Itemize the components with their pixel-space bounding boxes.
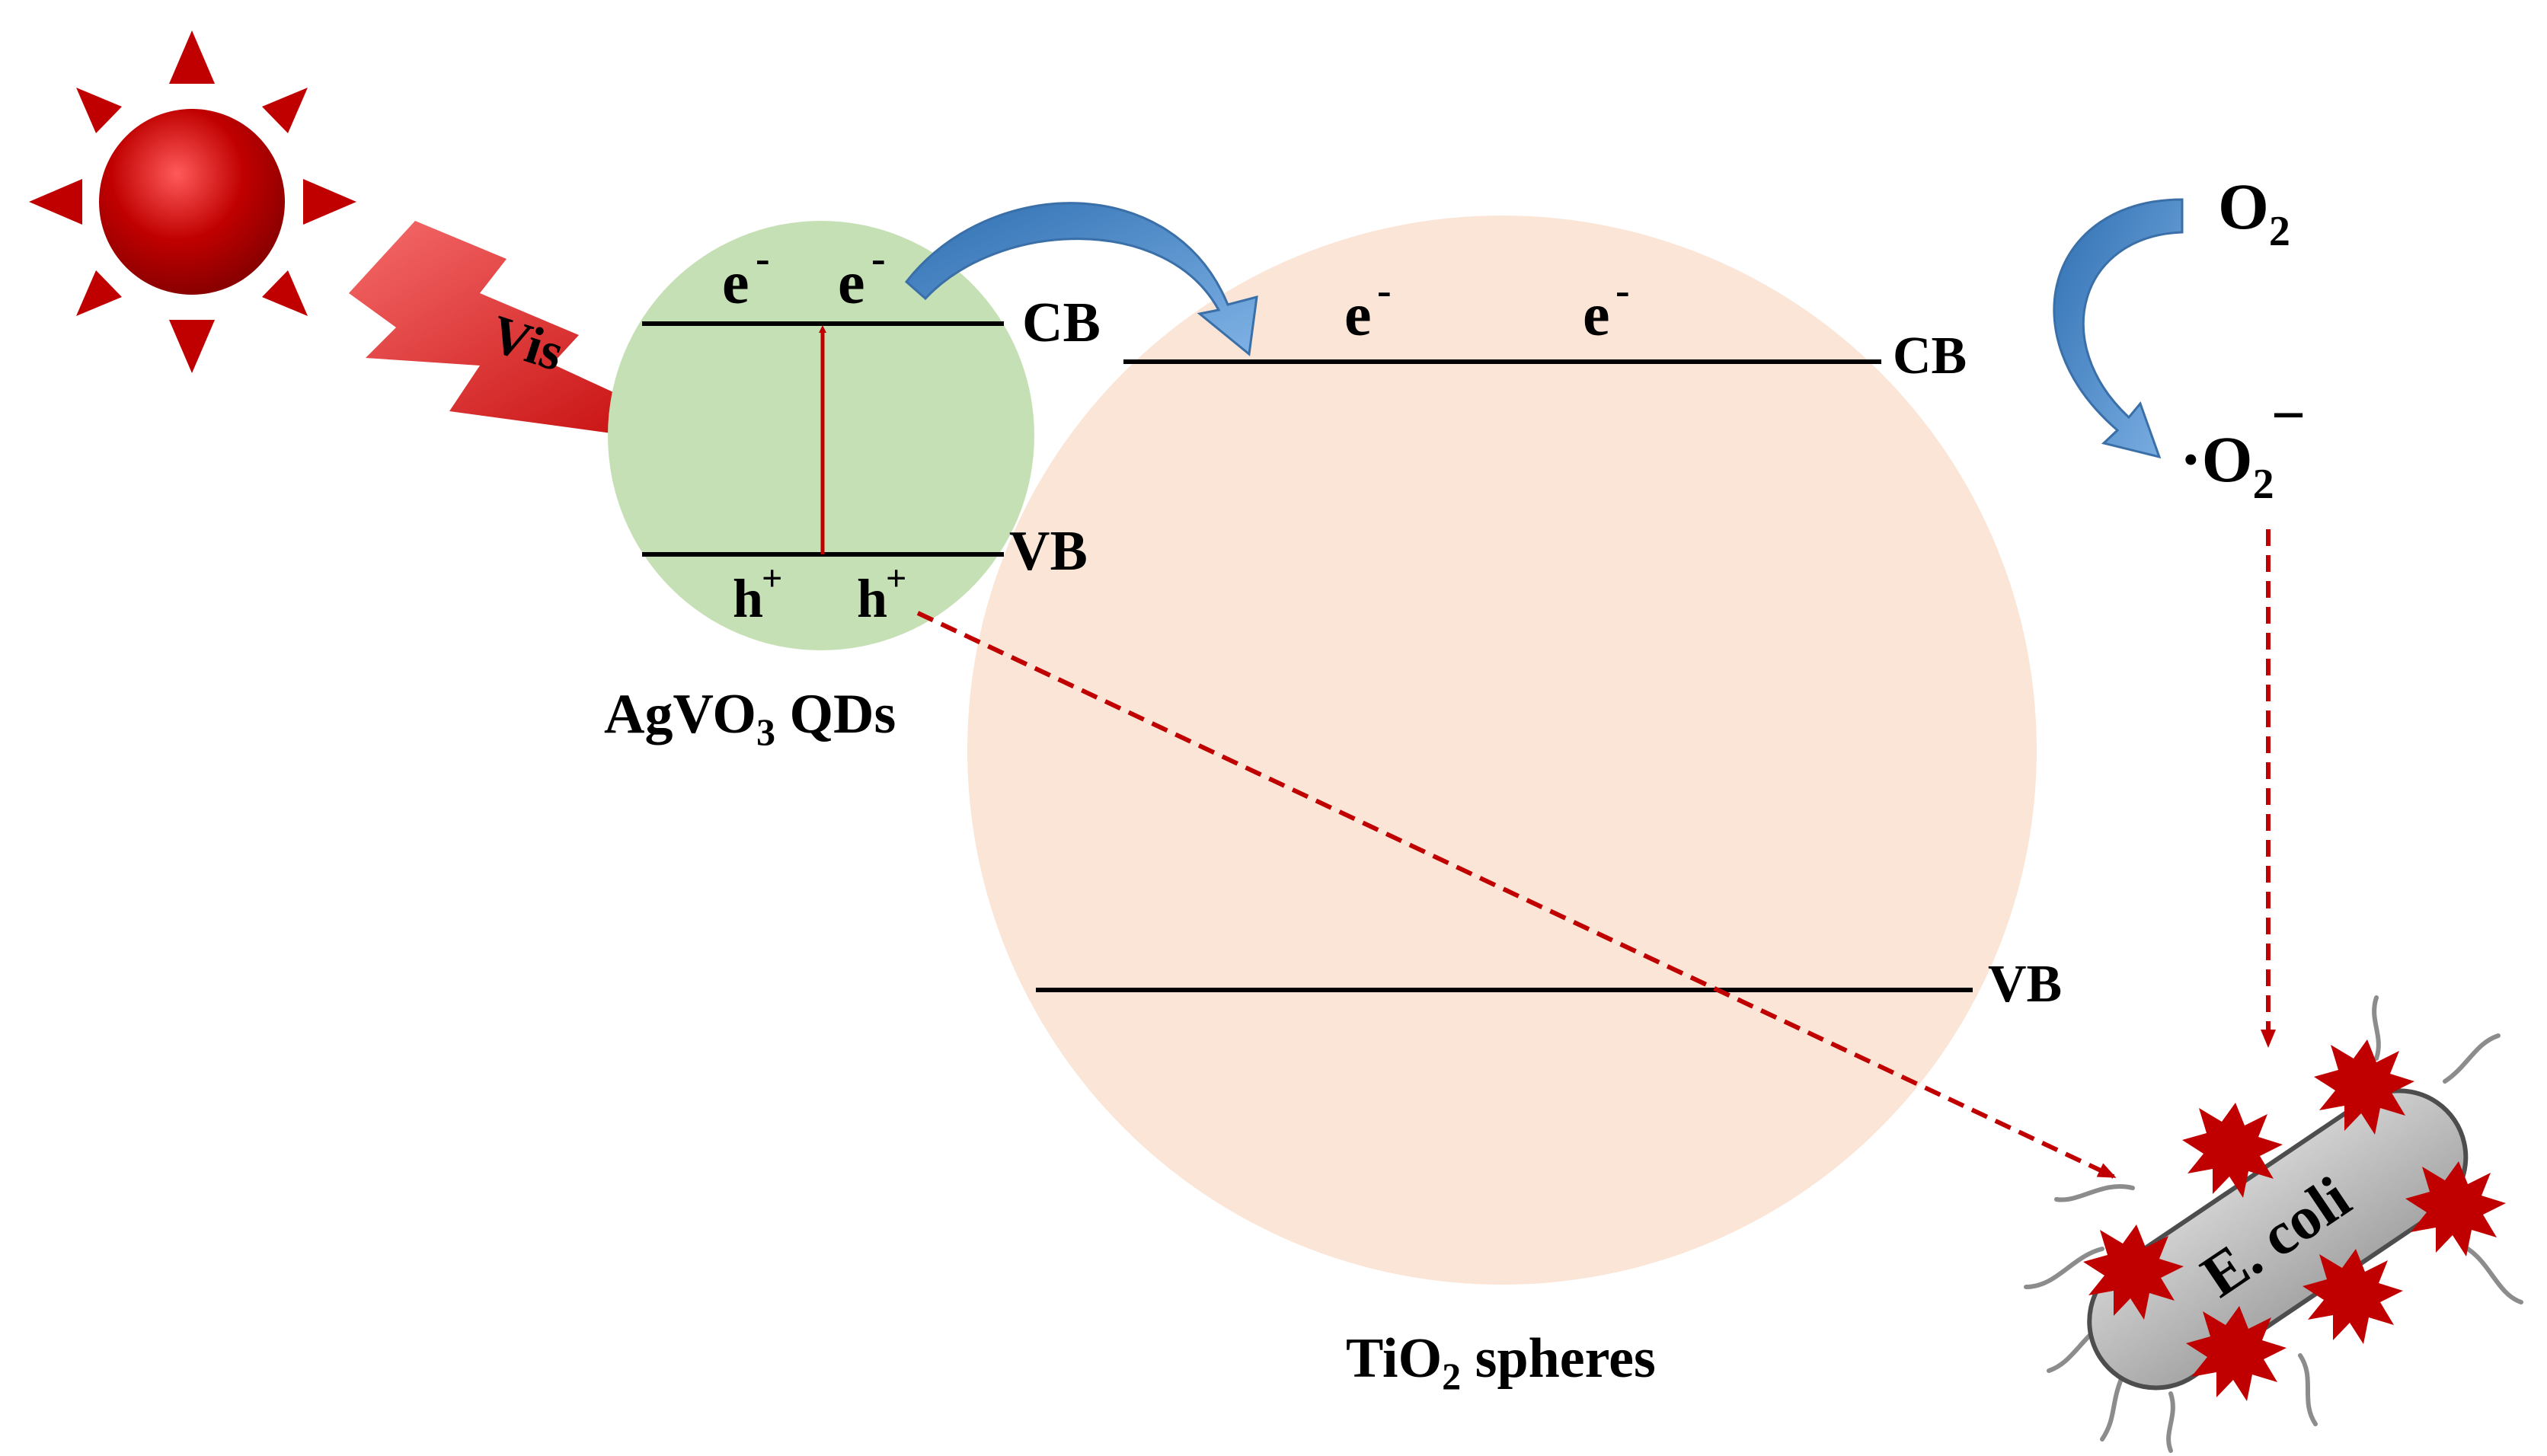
tio2-cb-label: CB xyxy=(1893,327,1967,385)
tio2-vb-label: VB xyxy=(1988,955,2062,1014)
svg-text:-: - xyxy=(871,235,886,283)
burst-icon-1 xyxy=(2314,1039,2414,1135)
burst-icon-2 xyxy=(2182,1103,2283,1198)
agvo3-hole-1: h + xyxy=(733,558,782,629)
svg-text:+: + xyxy=(762,558,782,599)
tio2-electron-1: e - xyxy=(1344,267,1392,349)
superoxide-label: ·O2− xyxy=(2180,382,2306,508)
burst-icon-4 xyxy=(2083,1225,2184,1320)
burst-icon-3 xyxy=(2405,1161,2506,1256)
svg-text:-: - xyxy=(1377,267,1392,315)
svg-text:+: + xyxy=(886,558,906,599)
svg-text:e: e xyxy=(1344,282,1372,349)
agvo3-cb-label: CB xyxy=(1022,292,1101,354)
lightning-icon xyxy=(349,221,740,451)
svg-text:e: e xyxy=(1583,282,1610,349)
agvo3-vb-label: VB xyxy=(1009,520,1088,583)
agvo3-qd: CB VB e - e - h + h + AgVO3 QDs xyxy=(604,221,1101,753)
agvo3-electron-2: e - xyxy=(838,235,886,317)
o2-label: O2 xyxy=(2218,170,2290,255)
burst-icon-6 xyxy=(2186,1306,2287,1401)
svg-text:-: - xyxy=(1615,267,1630,315)
tio2-circle xyxy=(967,216,2037,1285)
svg-text:h: h xyxy=(733,568,763,629)
sun-icon xyxy=(29,30,356,373)
burst-icon-5 xyxy=(2303,1249,2403,1344)
tio2-electron-2: e - xyxy=(1583,267,1630,349)
agvo3-hole-2: h + xyxy=(857,558,906,629)
tio2-caption: TiO2 spheres xyxy=(1346,1327,1656,1397)
svg-text:h: h xyxy=(857,568,887,629)
tio2-sphere: CB VB e - e - TiO2 spheres xyxy=(967,216,2062,1397)
sun-rays xyxy=(29,30,356,373)
agvo3-caption: AgVO3 QDs xyxy=(604,683,896,753)
svg-text:e: e xyxy=(838,250,865,317)
sun-disc xyxy=(99,109,285,295)
agvo3-electron-1: e - xyxy=(722,235,770,317)
hole-attack-arrow xyxy=(916,611,2117,1179)
oxygen-reduction-arrow xyxy=(2053,198,2184,459)
svg-text:e: e xyxy=(722,250,749,317)
damage-burst-icons xyxy=(2083,1039,2506,1401)
electron-transfer-arrow xyxy=(904,202,1258,356)
svg-text:-: - xyxy=(756,235,770,283)
ecoli-bacterium: E. coli xyxy=(2024,995,2523,1453)
